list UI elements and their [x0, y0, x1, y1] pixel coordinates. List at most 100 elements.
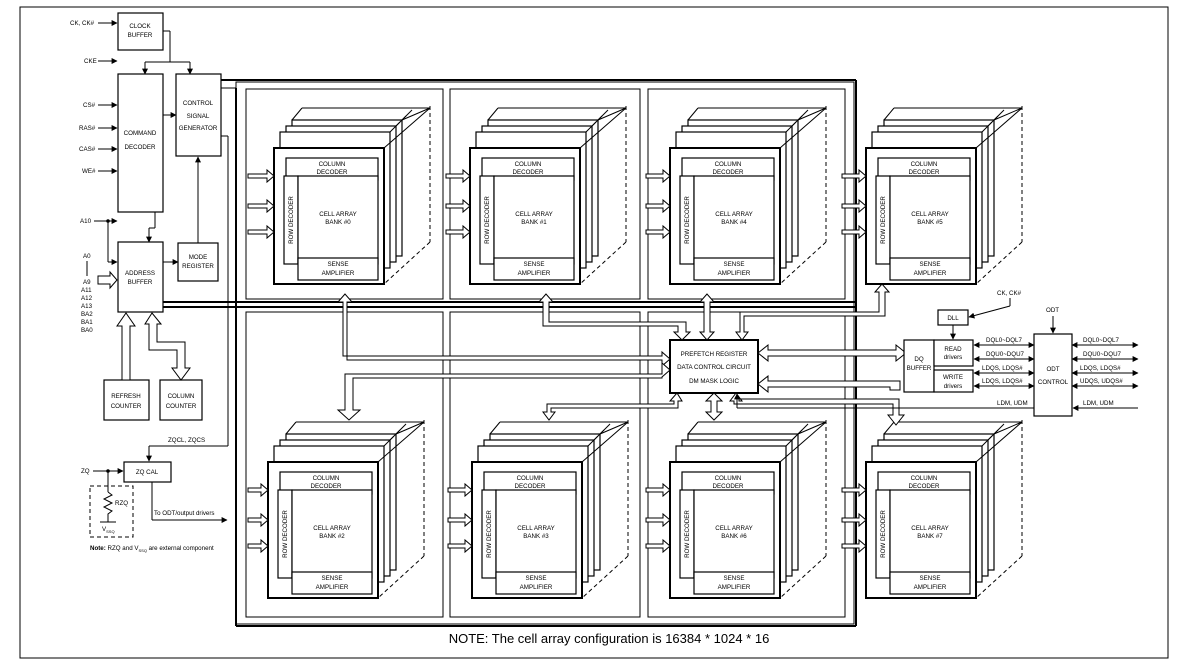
command-decoder-label-2: DECODER [125, 144, 156, 151]
zqcl-label: ZQCL, ZQCS [168, 437, 205, 444]
sense-amp-label2-3: AMPLIFIER [914, 270, 947, 277]
sig-dql-out: DQL0~DQL7 [1083, 337, 1119, 344]
clock-buffer-label-1: CLOCK [129, 23, 151, 30]
address-buffer-label-2: BUFFER [128, 279, 153, 286]
column-counter-label-1: COLUMN [168, 393, 195, 400]
sense-amp-label-0: SENSE [328, 261, 349, 268]
sig-dql-in: DQL0~DQL7 [986, 337, 1022, 344]
sense-amp-label-3: SENSE [920, 261, 941, 268]
bank-number-label-3: BANK #5 [917, 219, 943, 226]
address-buffer [117, 241, 164, 313]
sense-amplifier-5 [495, 571, 577, 595]
zq-cal [123, 461, 172, 483]
prefetch-label: PREFETCH REGISTER [681, 351, 748, 358]
read-drivers-label-1: READ [944, 346, 962, 353]
cell-array-label-0: CELL ARRAY [319, 211, 356, 218]
input-a0: A0 [83, 253, 91, 260]
input-a13: A13 [81, 303, 93, 310]
sense-amp-label2-4: AMPLIFIER [316, 584, 349, 591]
refresh-counter-label-2: COUNTER [111, 403, 142, 410]
right-ck-label: CK, CK# [997, 290, 1022, 297]
refresh-counter [103, 379, 150, 421]
cell-array-label-7: CELL ARRAY [911, 525, 948, 532]
write-drivers-label-1: WRITE [943, 374, 963, 381]
dq-buffer [903, 339, 935, 393]
sense-amplifier-4 [291, 571, 373, 595]
input-cs: CS# [83, 102, 96, 109]
footer-note: NOTE: The cell array configuration is 16… [449, 631, 770, 646]
sense-amp-label2-1: AMPLIFIER [518, 270, 551, 277]
column-decoder-label2-0: DECODER [317, 169, 348, 176]
sense-amplifier-3 [889, 257, 971, 281]
sense-amplifier-2 [693, 257, 775, 281]
bank-number-label-4: BANK #2 [319, 533, 345, 540]
odt-control-label-2: CONTROL [1038, 379, 1069, 386]
mode-register [177, 242, 219, 282]
column-decoder-label2-4: DECODER [311, 483, 342, 490]
mode-register-label-1: MODE [189, 254, 208, 261]
column-decoder-label2-6: DECODER [713, 483, 744, 490]
sense-amp-label-1: SENSE [524, 261, 545, 268]
row-decoder-label-5: ROW DECODER [486, 510, 493, 558]
sense-amp-label-4: SENSE [322, 575, 343, 582]
cell-array-label-5: CELL ARRAY [517, 525, 554, 532]
center-section: PREFETCH REGISTER DATA CONTROL CIRCUIT D… [336, 283, 907, 426]
column-decoder-label-0: COLUMN [319, 161, 346, 168]
input-ba0: BA0 [81, 327, 93, 334]
cell-array-6 [693, 489, 775, 579]
input-ras: RAS# [79, 125, 96, 132]
csg-label-1: CONTROL [183, 100, 214, 107]
command-decoder [117, 73, 164, 213]
csg-label-3: GENERATOR [179, 125, 218, 132]
input-a10: A10 [80, 218, 92, 225]
zq-cal-label: ZQ CAL [136, 469, 159, 476]
odt-label: ODT [1046, 307, 1059, 314]
mode-register-label-2: REGISTER [182, 263, 214, 270]
refresh-counter-label-1: REFRESH [111, 393, 141, 400]
sense-amp-label-2: SENSE [724, 261, 745, 268]
column-decoder-label-1: COLUMN [515, 161, 542, 168]
sense-amplifier-7 [889, 571, 971, 595]
cell-array-label-1: CELL ARRAY [515, 211, 552, 218]
address-buffer-label-1: ADDRESS [125, 270, 155, 277]
cell-array-label-4: CELL ARRAY [313, 525, 350, 532]
cell-array-label-6: CELL ARRAY [715, 525, 752, 532]
odt-control-label-1: ODT [1046, 366, 1059, 373]
sense-amplifier-0 [297, 257, 379, 281]
rzq-label: RZQ [115, 500, 128, 507]
read-drivers [933, 339, 974, 367]
sense-amp-label2-6: AMPLIFIER [718, 584, 751, 591]
input-cke: CKE [84, 58, 97, 65]
write-drivers-label-2: drivers [944, 383, 963, 390]
sig-udqs-in: LDQS, LDQS# [982, 378, 1023, 385]
column-decoder-label-7: COLUMN [911, 475, 938, 482]
sense-amplifier-1 [493, 257, 575, 281]
bank-number-label-2: BANK #4 [721, 219, 747, 226]
sense-amp-label2-7: AMPLIFIER [914, 584, 947, 591]
bank-number-label-5: BANK #3 [523, 533, 549, 540]
dq-buffer-label-2: BUFFER [907, 365, 932, 372]
sig-ldqs-in: LDQS, LDQS# [982, 365, 1023, 372]
sense-amp-label-5: SENSE [526, 575, 547, 582]
column-decoder-label-4: COLUMN [313, 475, 340, 482]
sense-amp-label2-5: AMPLIFIER [520, 584, 553, 591]
sense-amp-label2-0: AMPLIFIER [322, 270, 355, 277]
column-counter [159, 379, 203, 421]
write-drivers [933, 369, 974, 393]
cell-array-label-3: CELL ARRAY [911, 211, 948, 218]
external-note: Note: RZQ and VSSQ are external componen… [90, 545, 214, 553]
column-decoder-label2-2: DECODER [713, 169, 744, 176]
sig-ldqs-out: LDQS, LDQS# [1080, 365, 1121, 372]
column-decoder-label2-5: DECODER [515, 483, 546, 490]
row-decoder-label-1: ROW DECODER [484, 196, 491, 244]
input-a11: A11 [81, 287, 92, 294]
bank-number-label-7: BANK #7 [917, 533, 943, 540]
bank-number-label-6: BANK #6 [721, 533, 747, 540]
cell-array-5 [495, 489, 577, 579]
command-decoder-label-1: COMMAND [124, 130, 157, 137]
row-decoder-label-0: ROW DECODER [288, 196, 295, 244]
sig-dqu-in: DQU0~DQU7 [986, 351, 1025, 358]
